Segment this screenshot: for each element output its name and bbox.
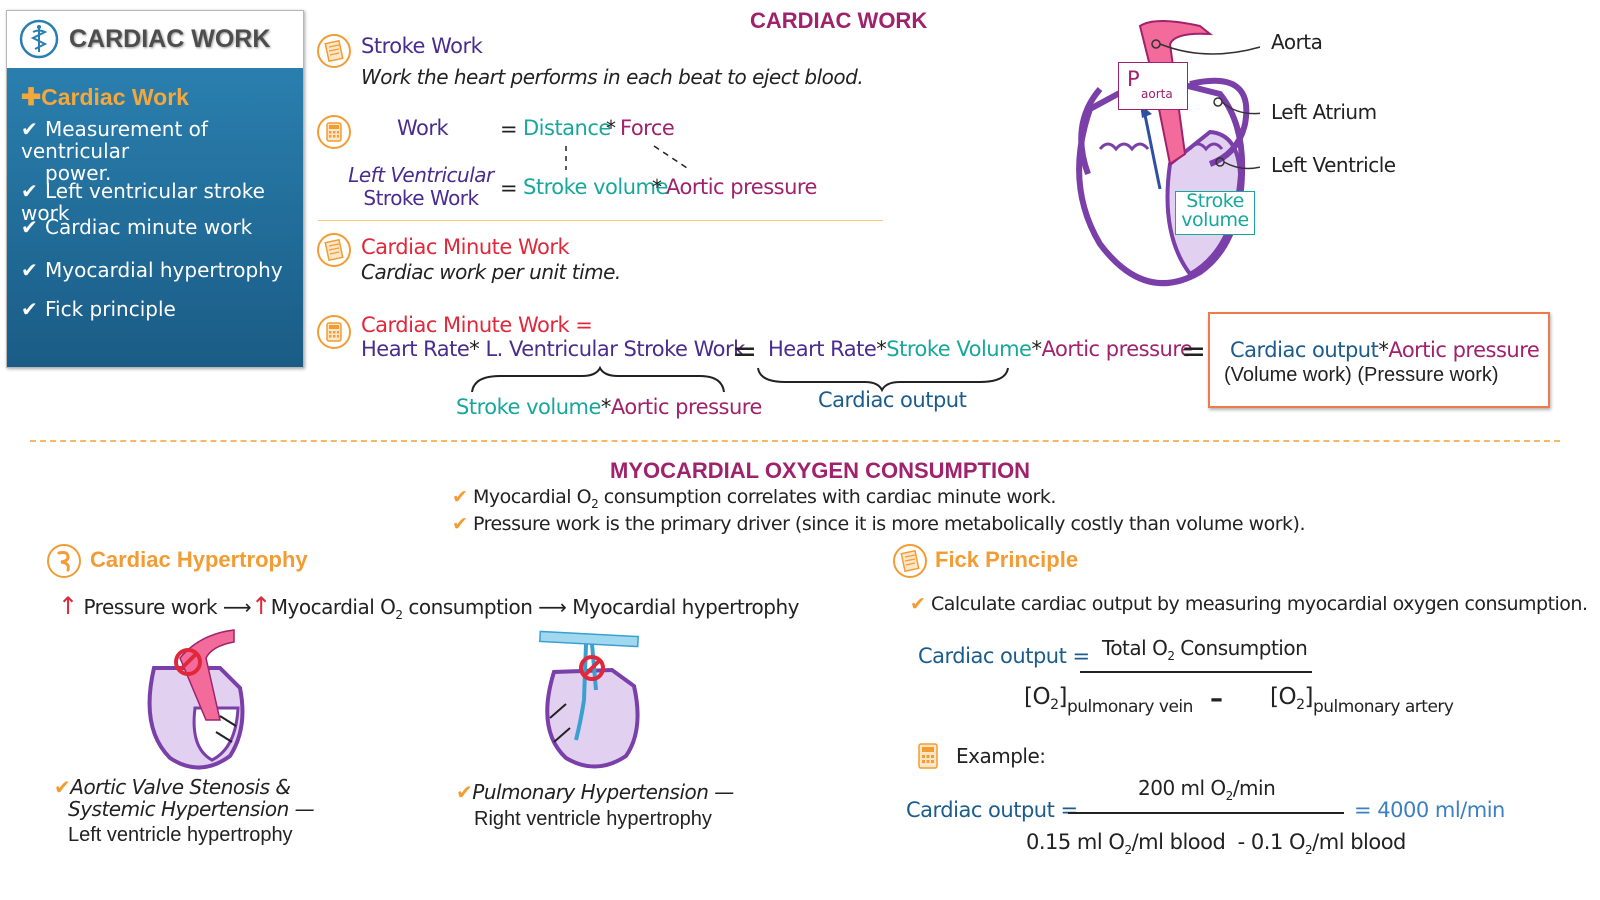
eq1-force: Force [620,116,675,140]
label-left-ventricle: Left Ventricle [1271,153,1396,177]
sidebar-item-minute-work[interactable]: ✔Cardiac minute work [21,215,253,239]
right-case: ✔Pulmonary Hypertension — [456,780,734,804]
sidebar-item-stroke-work[interactable]: ✔Left ventricular stroke work [21,179,265,225]
hypertrophy-icon [47,544,81,578]
sidebar-item-hypertrophy[interactable]: ✔Myocardial hypertrophy [21,258,283,282]
stroke-volume-box: Stroke volume [1175,191,1255,235]
right-case-result: Right ventricle hypertrophy [474,808,712,830]
brace1-label: Stroke volume*Aortic pressure [456,395,762,419]
up-arrow-icon: ↑ [58,592,78,620]
sidebar-item-fick[interactable]: ✔Fick principle [21,297,176,321]
fick-minus: – [1210,684,1223,714]
left-case-result: Left ventricle hypertrophy [68,824,293,846]
eq2-equals: = [500,176,518,200]
right-arrow-icon: ⟶ [538,595,567,619]
dashed-divider [30,440,1560,442]
check-icon: ✔ [21,179,38,203]
sidebar: CARDIAC WORK ✚Cardiac Work ✔Measurement … [6,10,304,368]
eq1-equals: = [500,117,518,141]
check-icon: ✔ [54,775,71,799]
check-icon: ✔ [910,593,926,615]
fick-ex-numerator: 200 ml O2/min [1138,776,1276,803]
eq1-work: Work [397,116,449,140]
sidebar-body: ✚Cardiac Work ✔Measurement of ventricula… [7,68,303,367]
sidebar-item-ventricular-power[interactable]: ✔Measurement of ventricular power. [21,117,208,185]
fick-den-right: [O2]pulmonary artery [1270,684,1454,717]
fick-example-label: Example: [956,744,1046,768]
fick-ex-denominator: 0.15 ml O2/ml blood - 0.1 O2/ml blood [1026,830,1406,857]
up-arrow-icon: ↑ [251,592,271,620]
eq2-stroke-volume: Stroke volume [523,175,668,199]
fick-fraction-line [1080,671,1312,673]
check-icon: ✔ [21,297,38,321]
notes-icon [317,233,351,267]
fick-title: Fick Principle [935,547,1079,572]
label-aorta: Aorta [1271,30,1323,54]
check-icon: ✔ [21,258,38,282]
hypertrophy-chain: ↑ Pressure work ⟶↑Myocardial O2 consumpt… [58,592,799,622]
cmw-eq-line2: Heart Rate* L. Ventricular Stroke Work [361,337,745,361]
check-icon: ✔ [21,215,38,239]
brace2-label: Cardiac output [818,388,967,412]
calculator-icon [317,115,351,149]
calculator-icon [918,743,938,769]
p-aorta-box: P aorta [1118,62,1188,110]
check-icon: ✔ [456,780,473,804]
cmw-result-box: Cardiac output*Aortic pressure (Volume w… [1208,312,1550,408]
fick-numerator: Total O2 Consumption [1102,636,1308,663]
eq1-distance: Distance [523,116,611,140]
stroke-work-definition: Work the heart performs in each beat to … [361,65,864,89]
calculator-icon [317,315,351,349]
cmw-equals-2: = [1181,334,1207,369]
check-icon: ✔ [21,117,38,141]
fick-ex-co-label: Cardiac output = [906,798,1078,822]
box-line1: Cardiac output*Aortic pressure [1230,338,1540,362]
brace-lines [471,365,1009,393]
cmw-definition: Cardiac work per unit time. [361,260,621,284]
eq2-times: * [652,175,662,199]
eq2-lhs: Left Ventricular Stroke Work [348,163,494,210]
fick-ex-result: = 4000 ml/min [1354,798,1505,822]
eq2-aortic-pressure: Aortic pressure [666,175,817,199]
plus-icon: ✚ [21,84,42,111]
cmw-label: Cardiac Minute Work [361,235,570,259]
mvo2-point-1: ✔ Myocardial O2 consumption correlates w… [452,486,1056,511]
check-icon: ✔ [452,513,468,535]
lv-hypertrophy-heart [147,629,245,770]
sidebar-header: CARDIAC WORK [7,11,303,67]
eq1-times: * [606,116,616,140]
cmw-equals-1: = [732,334,758,369]
right-arrow-icon: ⟶ [222,595,252,619]
fick-co-label: Cardiac output = [918,644,1090,668]
label-left-atrium: Left Atrium [1271,100,1377,124]
notes-icon [893,544,927,578]
fick-den-left: [O2]pulmonary vein [1024,684,1193,717]
notes-icon [317,34,351,68]
left-case: ✔Aortic Valve Stenosis & Systemic Hypert… [54,775,315,821]
stroke-work-label: Stroke Work [361,34,483,58]
box-line2: (Volume work) (Pressure work) [1224,364,1499,386]
caduceus-icon [19,19,59,59]
mvo2-title: MYOCARDIAL OXYGEN CONSUMPTION [610,458,1031,483]
rv-hypertrophy-heart [539,630,640,769]
section-divider [318,220,883,221]
fick-ex-fraction-line [1068,812,1344,814]
hypertrophy-title: Cardiac Hypertrophy [90,547,308,572]
cardiac-work-title: CARDIAC WORK [750,8,928,33]
heart-diagram [1076,20,1260,287]
fick-point: ✔ Calculate cardiac output by measuring … [910,593,1588,615]
eq-link-lines [565,145,691,171]
cmw-eq-line1: Cardiac Minute Work = [361,313,593,337]
sidebar-heading[interactable]: ✚Cardiac Work [21,84,189,111]
mvo2-point-2: ✔ Pressure work is the primary driver (s… [452,513,1306,535]
cmw-mid-expression: Heart Rate*Stroke Volume*Aortic pressure [768,337,1193,361]
check-icon: ✔ [452,486,468,508]
sidebar-title: CARDIAC WORK [69,25,271,53]
